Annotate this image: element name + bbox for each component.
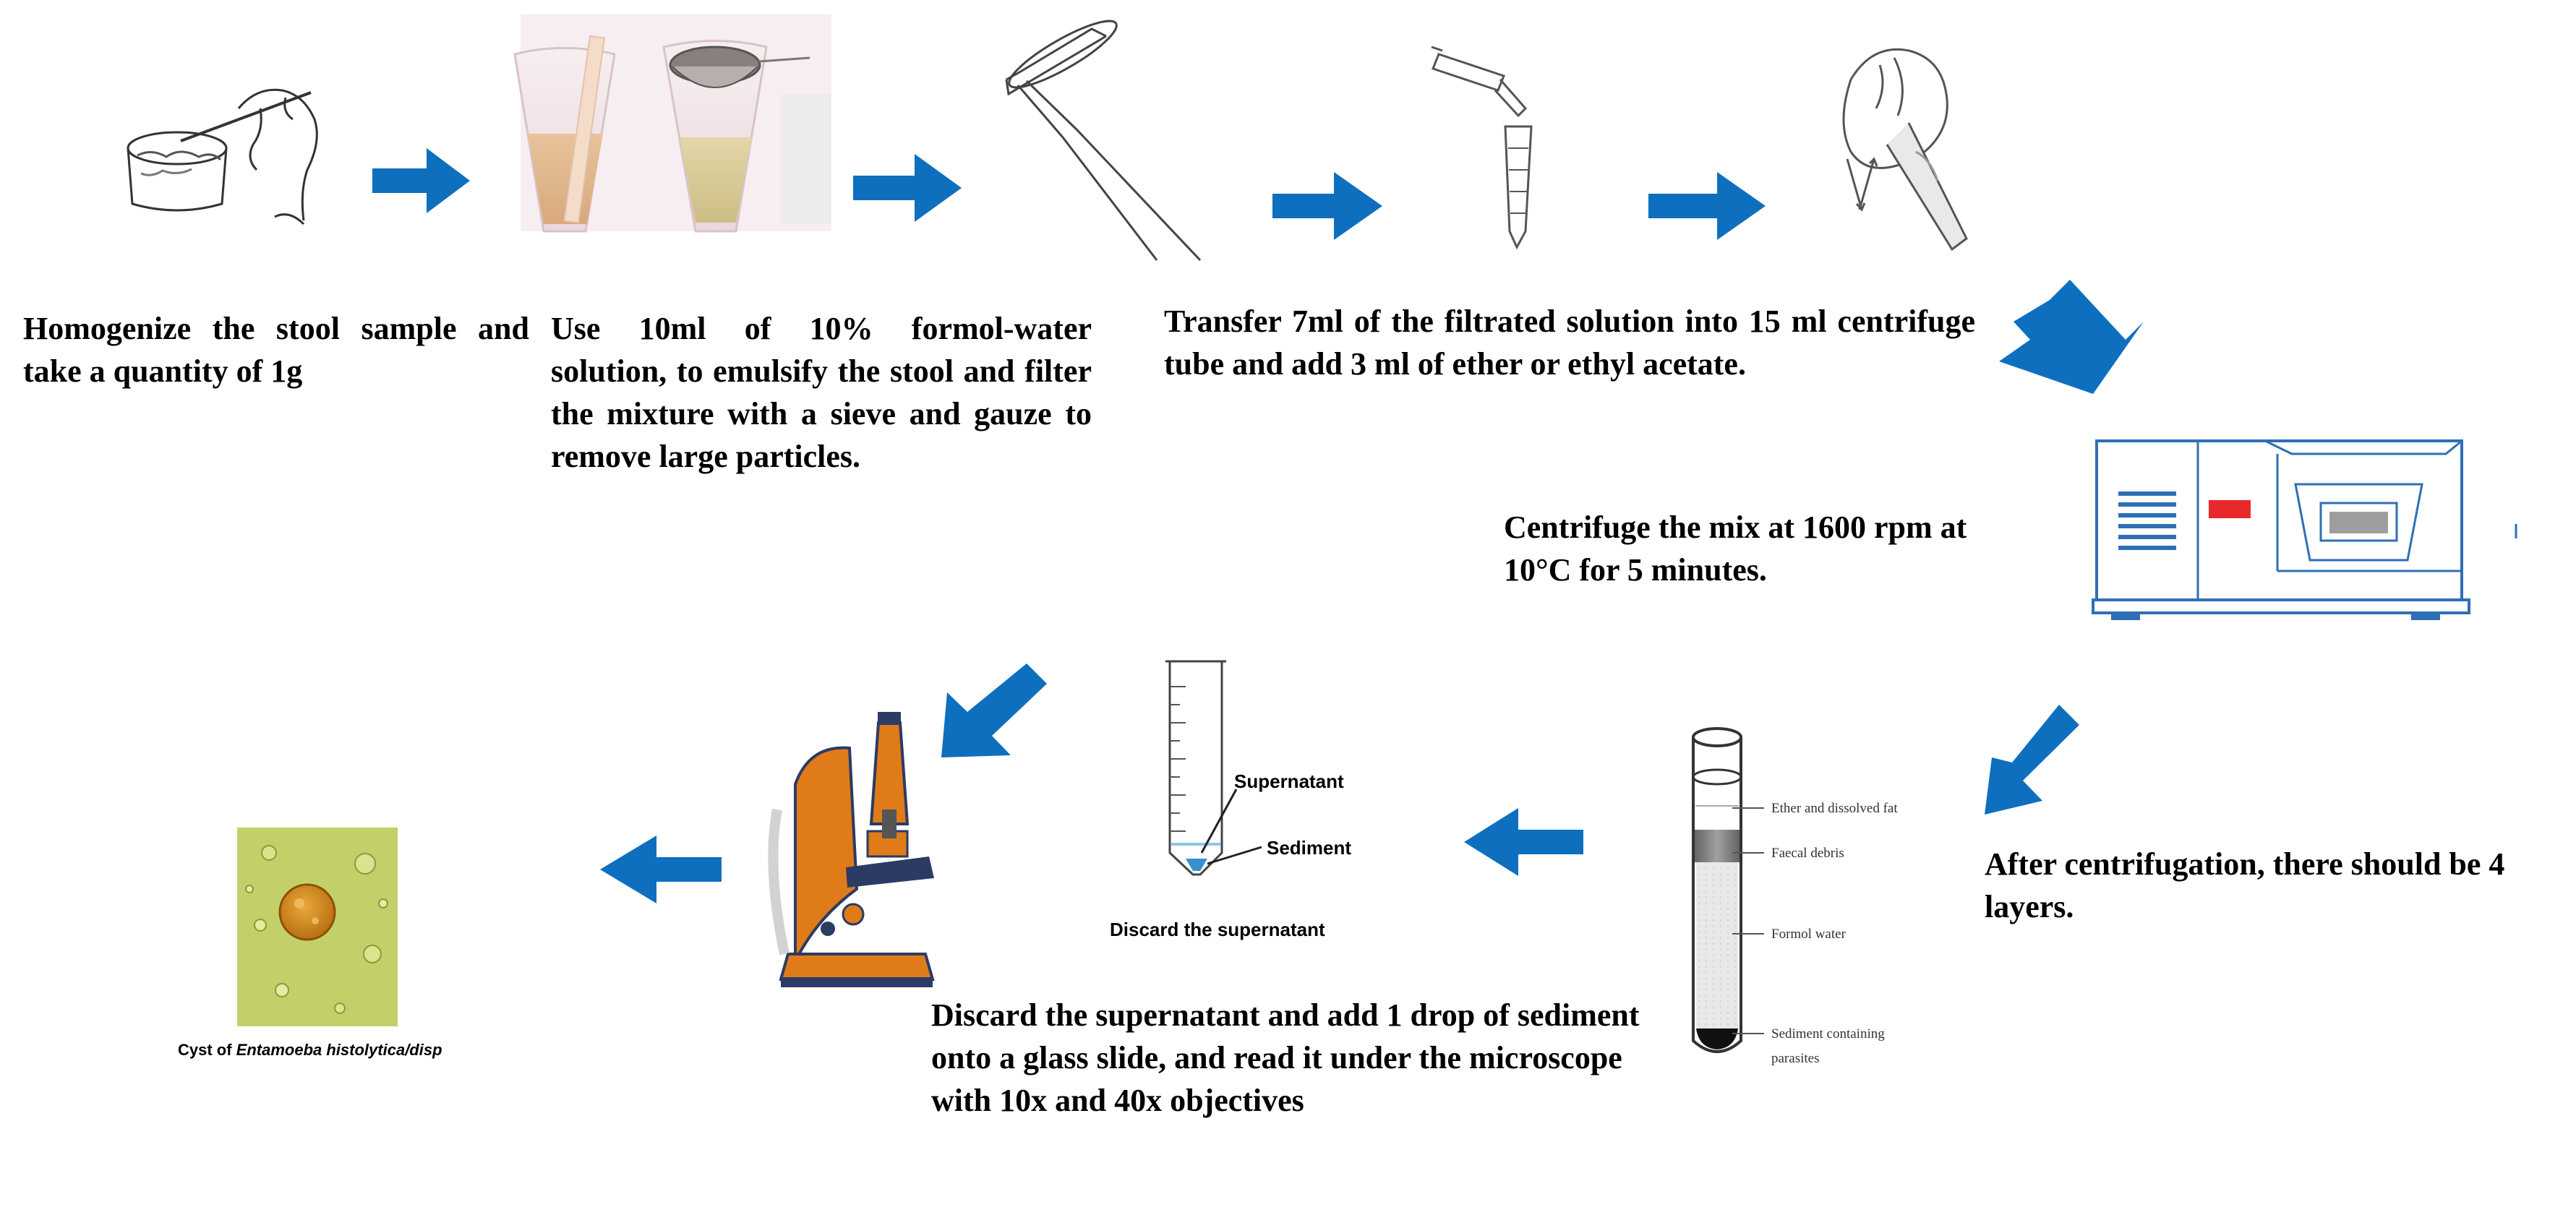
arrows <box>372 148 2144 903</box>
label-supernatant: Supernatant <box>1234 770 1344 792</box>
microscope-illustration <box>768 712 935 987</box>
label-sediment: Sediment <box>1267 837 1351 859</box>
cyst-caption-species: Entamoeba histolytica/disp <box>236 1041 442 1059</box>
tube-label-sediment-line1: Sediment containing <box>1771 1026 1885 1041</box>
arrow-layers-to-discard <box>1464 808 1583 876</box>
caption-homogenize: Homogenize the stool sample and take a q… <box>23 311 529 389</box>
label-discard-caption: Discard the supernatant <box>1110 919 1325 940</box>
caption-transfer: Transfer 7ml of the filtrated solution i… <box>1164 304 1975 382</box>
caption-layers: After centrifugation, there should be 4 … <box>1985 846 2505 924</box>
arrow-discard-to-microscope <box>941 663 1047 757</box>
arrow-down-to-centrifuge <box>1999 280 2144 394</box>
caption-centrifuge: Centrifuge the mix at 1600 rpm at 10°C f… <box>1504 510 1967 588</box>
cyst-caption: Cyst of Entamoeba histolytica/disp <box>178 1041 442 1059</box>
tube-label-sediment-line2: parasites <box>1771 1051 1819 1066</box>
cyst-image <box>237 828 398 1026</box>
centrifuge-illustration <box>2092 439 2517 620</box>
tube-label-formol: Formol water <box>1771 927 1847 942</box>
arrow-microscope-to-cyst <box>600 836 722 903</box>
layered-tube-illustration: Ether and dissolved fat Faecal debris Fo… <box>1692 727 1898 1066</box>
arrow-step4-to-step5 <box>1648 172 1766 240</box>
arrow-step1-to-step2 <box>372 148 470 213</box>
tube-label-debris: Faecal debris <box>1771 846 1844 861</box>
discard-tube-illustration: Supernatant Sediment Discard the superna… <box>1110 660 1351 940</box>
arrow-step2-to-step3 <box>853 154 962 222</box>
arrow-step3-to-step4 <box>1272 172 1382 240</box>
shaking-hand-illustration <box>1842 48 1968 252</box>
tube-label-ether: Ether and dissolved fat <box>1771 801 1898 816</box>
cyst-caption-prefix: Cyst of <box>178 1041 236 1059</box>
pipette-tube-illustration <box>1431 46 1533 250</box>
caption-read: Discard the supernatant and add 1 drop o… <box>931 997 1640 1118</box>
formol-water-illustration <box>513 14 831 233</box>
funnel-illustration <box>1005 20 1202 262</box>
arrow-centrifuge-to-layers <box>1985 705 2079 815</box>
stool-cup-illustration <box>127 88 318 225</box>
caption-emulsify: Use 10ml of 10% formol-water solution, t… <box>551 311 1092 474</box>
